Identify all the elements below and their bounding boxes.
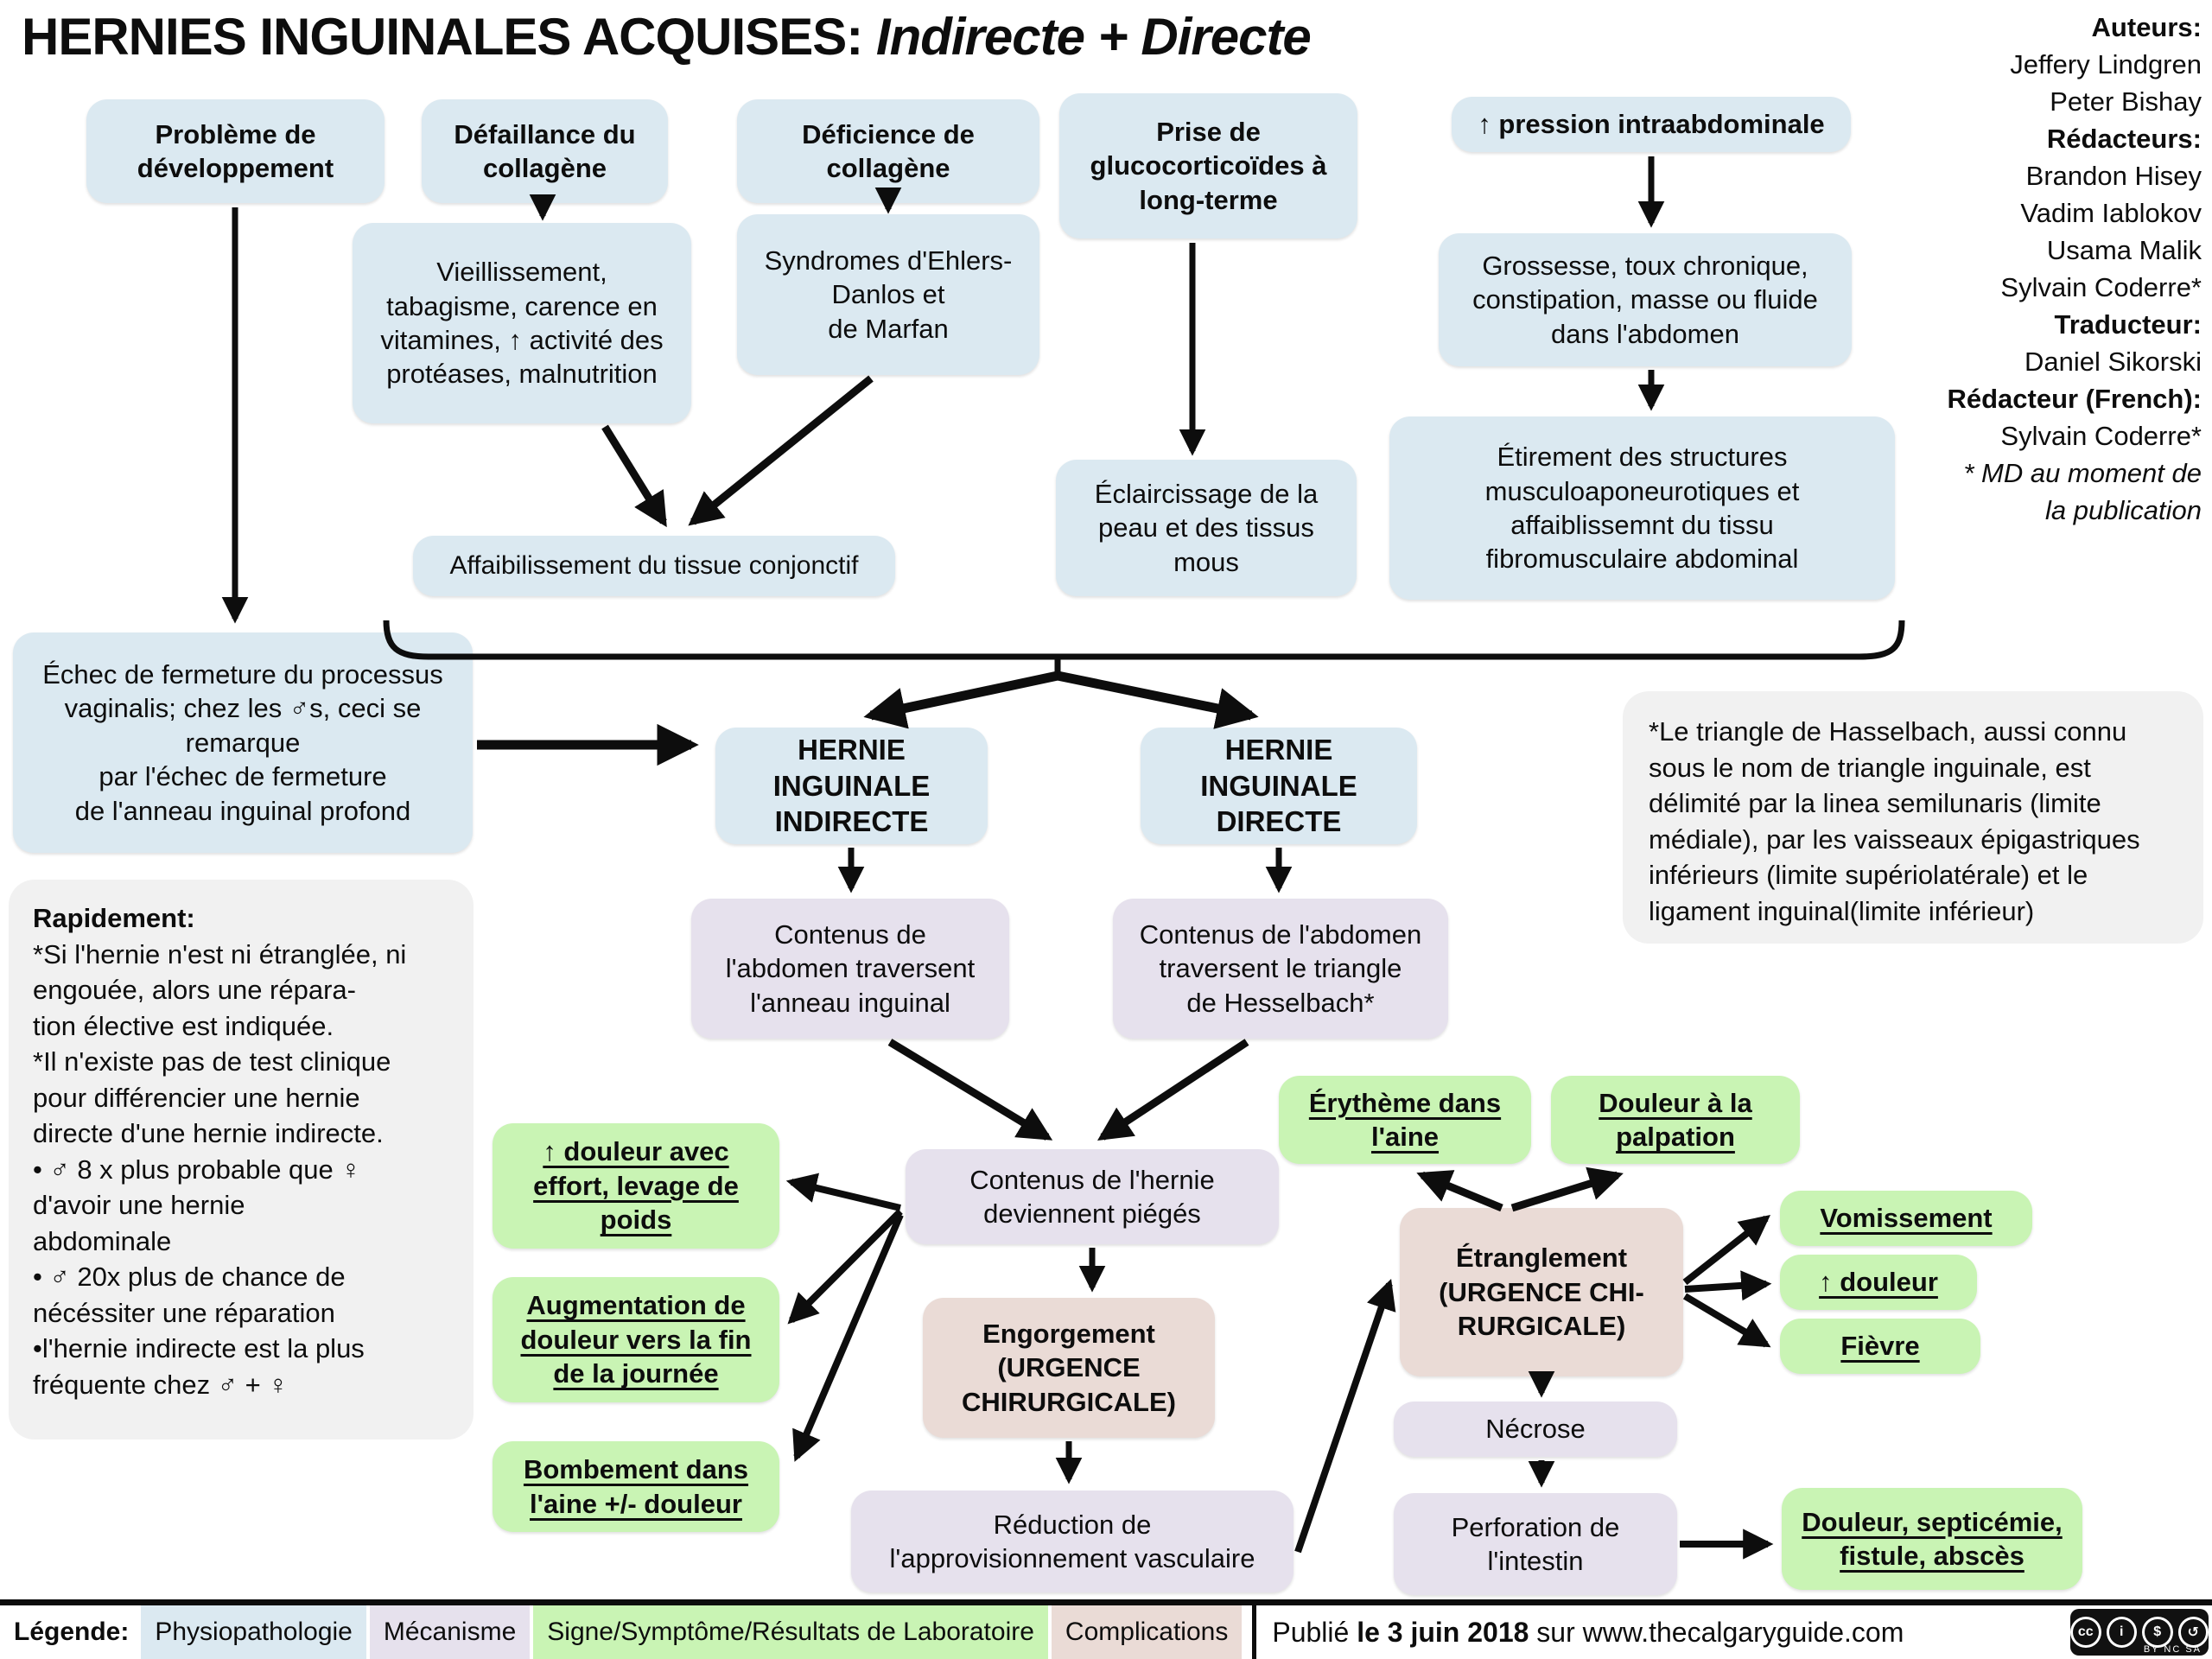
node-douleur-palpation: Douleur à la palpation — [1551, 1076, 1800, 1164]
publish-line: Publié le 3 juin 2018 sur www.thecalgary… — [1256, 1605, 1919, 1659]
node-contenus-hesselbach: Contenus de l'abdomen traversent le tria… — [1113, 899, 1448, 1039]
note-rapidement-title: Rapidement: — [33, 903, 195, 933]
credit-line: la publication — [2045, 495, 2202, 525]
cc-sa-icon: ↺ — [2177, 1617, 2209, 1648]
legend-item-complication: Complications — [1051, 1605, 1243, 1659]
flow-arrow — [1294, 1278, 1396, 1554]
node-defaillance-collagene: Défaillance du collagène — [422, 99, 668, 203]
legend-item-signe: Signe/Symptôme/Résultats de Laboratoire — [533, 1605, 1048, 1659]
node-fievre: Fièvre — [1780, 1319, 1980, 1374]
bracket-path — [383, 620, 1905, 660]
cc-logo-icon: cc — [2070, 1617, 2101, 1648]
node-vieillissement: Vieillissement, tabagisme, carence en vi… — [353, 223, 691, 423]
node-eclaircissage-peau: Éclaircissage de la peau et des tissus m… — [1056, 460, 1357, 596]
credit-line: Auteurs: — [2091, 12, 2202, 42]
node-affaibilissement-tissu: Affaibilissement du tissue conjonctif — [413, 536, 895, 596]
flow-arrow — [887, 1039, 1053, 1141]
node-etirement-structures: Étirement des structures musculoaponeuro… — [1389, 416, 1895, 600]
credit-line: Sylvain Coderre* — [2000, 272, 2202, 302]
legend-item-mecanisme: Mécanisme — [369, 1605, 531, 1659]
node-contenus-pieges: Contenus de l'hernie deviennent piégés — [906, 1149, 1279, 1244]
flow-arrow — [1096, 1039, 1249, 1141]
credit-line: Traducteur: — [2054, 309, 2202, 340]
legend-item-physiopathologie: Physiopathologie — [141, 1605, 366, 1659]
flow-arrow — [785, 1173, 901, 1211]
cc-nc-icon: $ — [2142, 1617, 2173, 1648]
flow-arrow — [601, 424, 667, 528]
cc-by-icon: i — [2106, 1617, 2137, 1648]
node-hernie-inguinale-directe: HERNIE INGUINALE DIRECTE — [1141, 728, 1417, 844]
legend-divider — [1252, 1605, 1257, 1659]
flow-arrow — [688, 375, 874, 526]
note-rapidement: Rapidement: *Si l'hernie n'est ni étrangl… — [9, 880, 474, 1440]
note-rapidement-body: *Si l'hernie n'est ni étranglée, ni engo… — [33, 938, 407, 1400]
flow-arrow — [1684, 1270, 1772, 1301]
title-italic: Indirecte + Directe — [875, 8, 1312, 66]
node-erytheme-aine: Érythème dans l'aine — [1279, 1076, 1531, 1164]
node-vomissement: Vomissement — [1780, 1191, 2032, 1246]
flow-arrow — [1682, 1215, 1771, 1286]
flow-arrow — [1416, 1170, 1503, 1212]
node-douleur-effort: ↑ douleur avec effort, levage de poids — [493, 1123, 779, 1249]
node-augmentation-douleur: ↑ douleur — [1780, 1255, 1977, 1310]
credit-line: Usama Malik — [2046, 235, 2202, 265]
node-douleur-septicemie: Douleur, septicémie, fistule, abscès — [1782, 1488, 2082, 1590]
credit-line: Daniel Sikorski — [2024, 346, 2202, 377]
publish-date: le 3 juin 2018 — [1357, 1616, 1529, 1648]
credit-line: Jeffery Lindgren — [2010, 49, 2202, 79]
flow-arrow — [787, 1209, 903, 1325]
flow-arrow — [1510, 1166, 1624, 1212]
node-grossesse-toux: Grossesse, toux chronique, constipation,… — [1439, 233, 1852, 366]
node-perforation-intestin: Perforation de l'intestin — [1394, 1493, 1677, 1595]
node-hernie-inguinale-indirecte: HERNIE INGUINALE INDIRECTE — [715, 728, 988, 844]
note-hasselbach: *Le triangle de Hasselbach, aussi connu … — [1623, 691, 2203, 944]
cc-license-badge: cc i $ ↺ BY NC SA — [2070, 1609, 2209, 1656]
node-pression-intraabdominale: ↑ pression intraabdominale — [1452, 97, 1851, 152]
node-etranglement: Étranglement (URGENCE CHI- RURGICALE) — [1400, 1208, 1683, 1376]
credit-line: Rédacteurs: — [2046, 124, 2202, 154]
node-contenus-anneau-inguinal: Contenus de l'abdomen traversent l'annea… — [691, 899, 1009, 1039]
legend-label: Légende: — [14, 1618, 130, 1646]
node-reduction-vasculaire: Réduction de l'approvisionnement vascula… — [851, 1491, 1294, 1592]
credit-line: Brandon Hisey — [2025, 161, 2202, 191]
node-echec-fermeture: Échec de fermeture du processus vaginali… — [13, 632, 473, 853]
node-augmentation-douleur-journee: Augmentation de douleur vers la fin de l… — [493, 1277, 779, 1402]
node-probleme-developpement: Problème de développement — [86, 99, 385, 203]
page-title: HERNIES INGUINALES ACQUISES: Indirecte +… — [22, 7, 1312, 67]
publish-suffix: sur www.thecalgaryguide.com — [1529, 1616, 1904, 1648]
credit-line: Vadim Iablokov — [2020, 198, 2202, 228]
flow-arrow — [792, 1213, 904, 1462]
flow-arrow — [1682, 1293, 1771, 1348]
cc-terms: BY NC SA — [2143, 1644, 2202, 1655]
node-prise-glucocorticoides: Prise de glucocorticoïdes à long-terme — [1059, 93, 1357, 238]
publish-prefix: Publié — [1272, 1616, 1357, 1648]
node-bombement-aine: Bombement dans l'aine +/- douleur — [493, 1441, 779, 1532]
credit-line: Rédacteur (French): — [1947, 384, 2202, 414]
node-necrose: Nécrose — [1394, 1402, 1677, 1457]
credit-line: * MD au moment de — [1963, 458, 2202, 488]
node-deficience-collagene: Déficience de collagène — [737, 99, 1039, 203]
flow-arrow — [1056, 671, 1259, 729]
node-syndromes-ehlers-marfan: Syndromes d'Ehlers- Danlos et de Marfan — [737, 214, 1039, 375]
title-main: HERNIES INGUINALES ACQUISES: — [22, 8, 863, 66]
node-engorgement: Engorgement (URGENCE CHIRURGICALE) — [923, 1298, 1215, 1438]
credit-line: Sylvain Coderre* — [2000, 421, 2202, 451]
credit-line: Peter Bishay — [2050, 86, 2202, 117]
flow-arrow — [863, 671, 1059, 729]
